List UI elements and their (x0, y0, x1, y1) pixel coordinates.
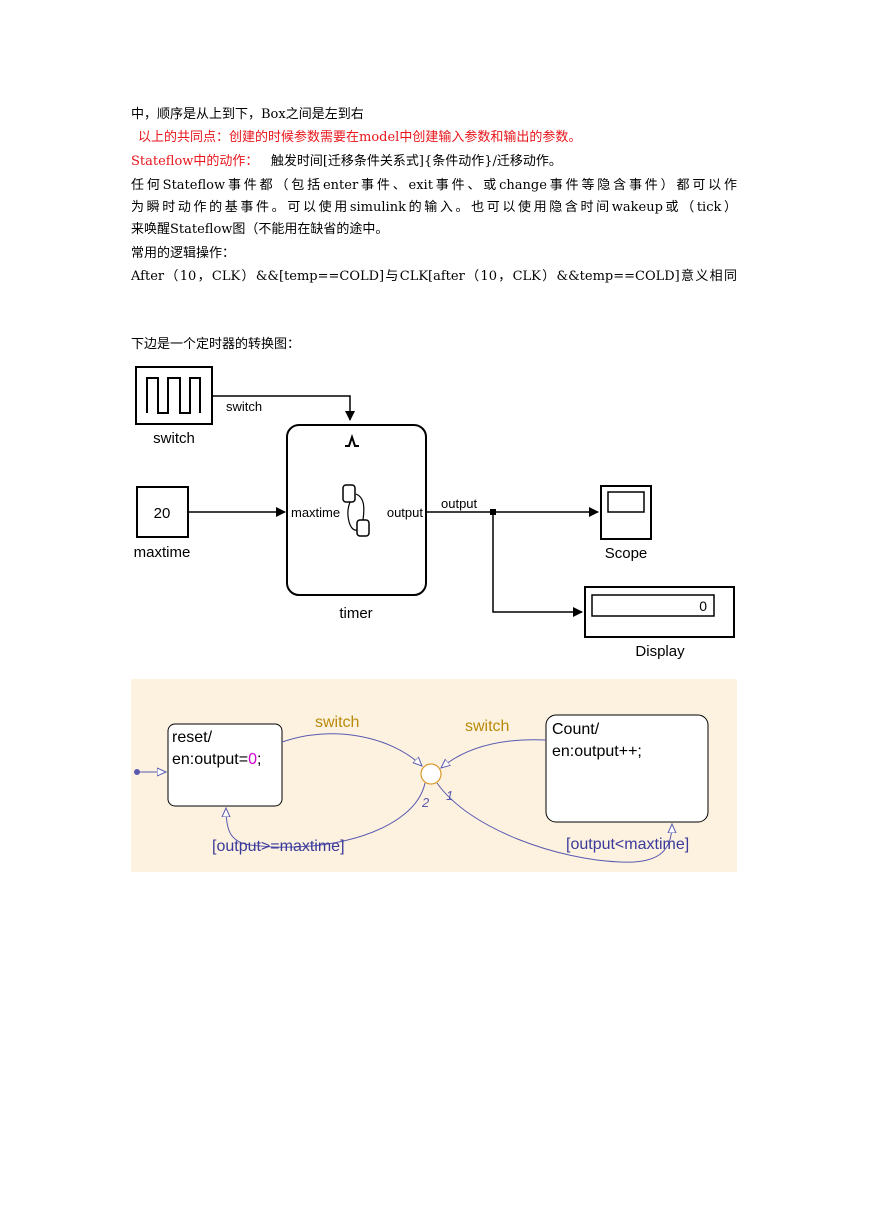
para-1: 中，顺序是从上到下，Box之间是左到右 (131, 107, 364, 122)
default-transition-dot (134, 769, 140, 775)
output-signal-label: output (441, 496, 478, 511)
count-state[interactable]: Count/ en:output++; (545, 714, 709, 823)
para-2: 以上的共同点：创建的时候参数需要在model中创建输入参数和输出的参数。 (138, 130, 582, 145)
chart-out-port-label: output (387, 505, 424, 520)
stateflow-canvas (131, 679, 737, 872)
reset-line-2-prefix: en:output= (172, 751, 248, 768)
switch-signal-line (212, 395, 355, 421)
scope-label: Scope (605, 545, 648, 562)
reset-state-action: reset/ en:output=0; (172, 729, 261, 768)
para-8: After（10，CLK）&&[temp==COLD]与CLK[after（10… (131, 269, 737, 284)
reset-line-2: en:output=0; (172, 751, 261, 768)
count-state-action: Count/ en:output++; (552, 721, 642, 760)
branch-point (490, 509, 496, 515)
transition-reset-to-junction (281, 733, 422, 766)
pulse-generator-block[interactable] (135, 366, 213, 425)
connective-junction[interactable] (420, 763, 442, 785)
scope-screen (607, 491, 645, 513)
display-value: 0 (699, 598, 707, 614)
switch-signal-label: switch (226, 399, 262, 414)
para-3: Stateflow中的动作： 触发时间[迁移条件关系式]{条件动作}/迁移动作。 (131, 153, 562, 171)
count-line-1: Count/ (552, 721, 600, 738)
condition-output-lt-maxtime: [output<maxtime] (566, 836, 689, 853)
constant-block[interactable]: 20 (136, 486, 189, 538)
chart-label: timer (339, 605, 372, 622)
transition-junction-to-count (436, 782, 672, 863)
condition-output-ge-maxtime: [output>=maxtime] (212, 838, 345, 855)
transition-order-1: 1 (446, 788, 453, 803)
reset-line-1: reset/ (172, 729, 213, 746)
switch-event-label-right: switch (465, 718, 509, 735)
reset-state[interactable]: reset/ en:output=0; (167, 723, 283, 807)
para-9: 下边是一个定时器的转换图： (131, 337, 301, 352)
pulse-wave-icon (146, 377, 201, 414)
constant-label: maxtime (134, 544, 191, 561)
para-5: 为瞬时动作的基事件。可以使用simulink的输入。也可以使用隐含时间wakeu… (131, 200, 737, 215)
display-label: Display (635, 643, 685, 660)
reset-line-2-suffix: ; (257, 751, 261, 768)
reset-zero-value: 0 (248, 751, 257, 768)
output-branch-line (492, 512, 583, 617)
display-block[interactable]: 0 (584, 586, 735, 638)
transition-order-2: 2 (421, 795, 430, 810)
para-3-rest: 触发时间[迁移条件关系式]{条件动作}/迁移动作。 (270, 154, 562, 169)
para-4: 任何Stateflow事件都（包括enter事件、exit事件、或change事… (131, 178, 737, 193)
trigger-icon (345, 433, 359, 447)
para-3-highlight: Stateflow中的动作： (131, 154, 259, 169)
switch-block-label: switch (153, 430, 195, 447)
constant-value: 20 (154, 505, 171, 522)
switch-event-label-left: switch (315, 714, 359, 731)
count-line-2: en:output++; (552, 743, 642, 760)
chart-in-port-label: maxtime (291, 505, 340, 520)
para-7: 常用的逻辑操作： (131, 246, 236, 261)
scope-block[interactable] (600, 485, 652, 540)
transition-junction-to-reset (226, 782, 426, 848)
transition-count-to-junction (441, 739, 547, 768)
display-readout (591, 594, 715, 617)
stateflow-chart-icon (342, 484, 370, 537)
para-6: 来唤醒Stateflow图（不能用在缺省的途中。 (131, 222, 389, 237)
timer-chart-block[interactable] (286, 424, 427, 596)
